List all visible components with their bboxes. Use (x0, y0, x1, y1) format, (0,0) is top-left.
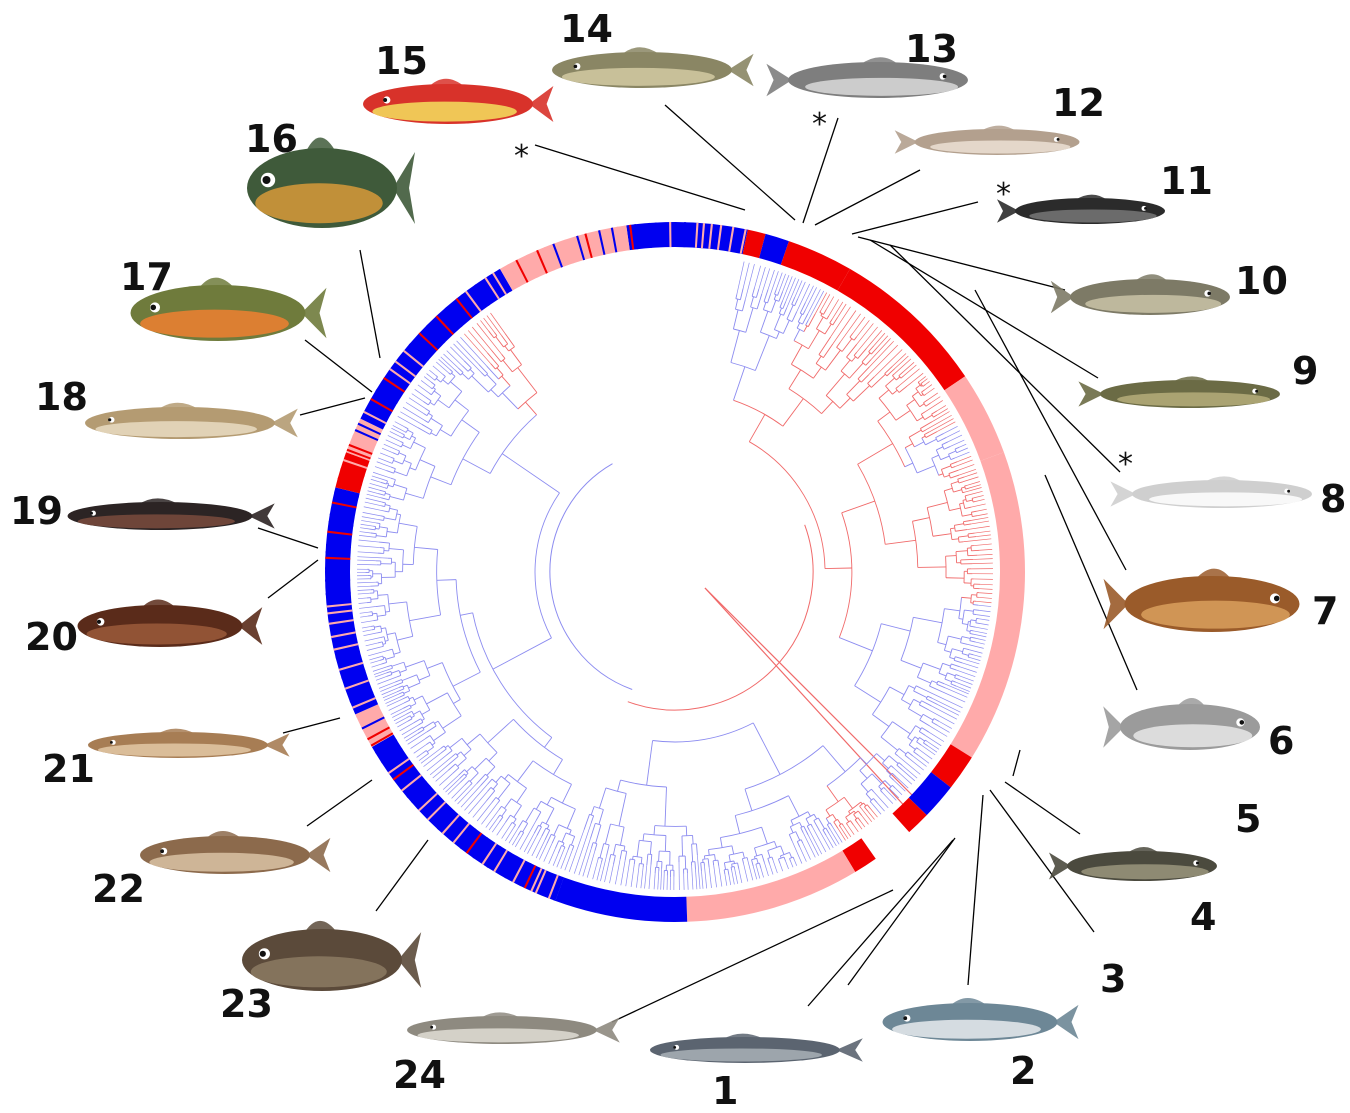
sculpin-icon (88, 729, 290, 758)
whitefish-icon (1103, 698, 1260, 750)
taxon-label-19: 19 (10, 492, 63, 530)
taxon-label-20: 20 (25, 618, 78, 656)
taxon-label-16: 16 (245, 120, 298, 158)
taxon-label-13: 13 (905, 30, 958, 68)
taxon-label-15: 15 (375, 42, 428, 80)
flounder-icon (242, 921, 421, 991)
herring-icon (883, 998, 1079, 1041)
leader-line (858, 237, 1065, 290)
taxon-label-17: 17 (120, 258, 173, 296)
leader-line (815, 170, 920, 225)
asterisk-taxon-13: * (812, 110, 827, 140)
leader-line (360, 250, 380, 358)
catfish-icon (1049, 847, 1217, 881)
leader-line (535, 145, 745, 210)
leader-line (283, 718, 340, 733)
goby-icon (85, 403, 298, 439)
taxon-label-14: 14 (560, 10, 613, 48)
salmon-icon (1051, 274, 1230, 315)
leader-line (376, 840, 428, 911)
leader-line (665, 105, 795, 220)
taxon-label-11: 11 (1160, 162, 1213, 200)
pike-icon (1078, 376, 1280, 408)
smelt-icon (895, 126, 1080, 155)
taxon-label-23: 23 (220, 985, 273, 1023)
taxon-label-7: 7 (1312, 592, 1338, 630)
lanternfish-icon (1110, 476, 1312, 508)
leader-line (305, 340, 372, 392)
taxon-label-4: 4 (1190, 898, 1216, 936)
leader-line (968, 795, 983, 985)
trait-ring (325, 222, 1025, 922)
carp-icon (1104, 569, 1300, 632)
taxon-label-18: 18 (35, 378, 88, 416)
taxon-label-8: 8 (1320, 480, 1346, 518)
taxon-label-5: 5 (1235, 800, 1261, 838)
paddlefish-icon (650, 1034, 863, 1063)
taxon-label-22: 22 (92, 870, 145, 908)
taxon-label-9: 9 (1292, 352, 1318, 390)
taxon-label-2: 2 (1010, 1052, 1036, 1090)
leader-line (307, 780, 372, 826)
leader-line (258, 528, 318, 548)
taxon-label-21: 21 (42, 750, 95, 788)
leader-line (300, 398, 365, 415)
asterisk-taxon-11: * (996, 180, 1011, 210)
scorpionfish-icon (78, 599, 263, 647)
taxon-label-3: 3 (1100, 960, 1126, 998)
taxon-label-24: 24 (393, 1056, 446, 1094)
snakehead-icon (407, 1012, 620, 1044)
asterisk-taxon-15: * (514, 142, 529, 172)
minnow-icon (552, 47, 754, 88)
asterisk-taxon-8: * (1118, 450, 1133, 480)
sleeper-goby-icon (140, 831, 330, 874)
taxon-label-6: 6 (1268, 722, 1294, 760)
leader-line (268, 560, 318, 598)
taxon-label-12: 12 (1052, 84, 1105, 122)
leader-line (852, 202, 978, 234)
leader-line (1045, 475, 1137, 690)
taxon-label-10: 10 (1235, 262, 1288, 300)
leader-line (1013, 750, 1020, 776)
squirrelfish-icon (363, 79, 553, 124)
taxon-label-1: 1 (712, 1072, 738, 1110)
tree-branches (357, 262, 993, 890)
knifefish-icon (68, 498, 275, 530)
dragonfish-icon (997, 195, 1165, 224)
